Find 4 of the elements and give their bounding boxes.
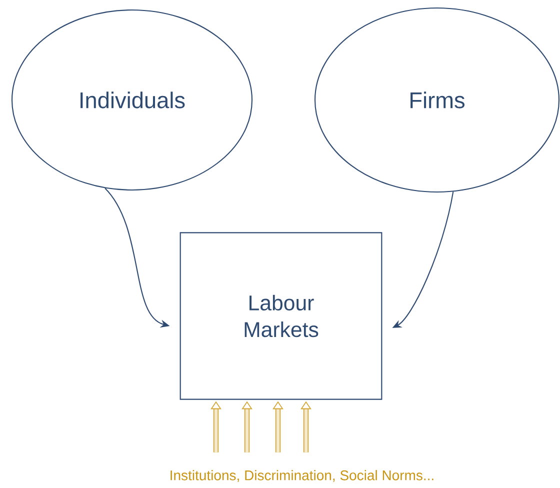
ellipse-node: Firms (314, 7, 560, 193)
factor-text: Institutions, Discrimination, Social Norms... (170, 470, 434, 482)
market-box: Labour Markets (180, 232, 382, 400)
ellipse-node: Individuals (11, 9, 253, 191)
